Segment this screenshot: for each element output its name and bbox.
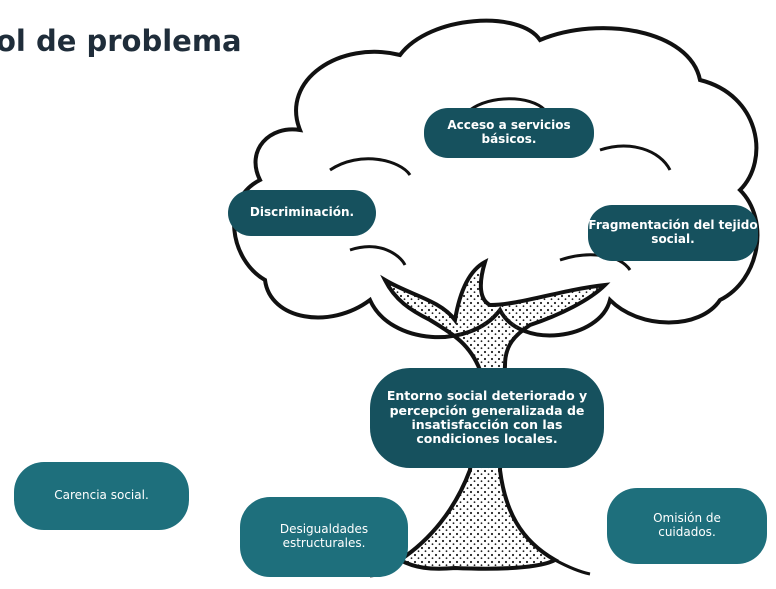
cause-desigualdades-label: Desigualdades estructurales. — [279, 522, 369, 550]
effect-discriminacion: Discriminación. — [228, 190, 376, 236]
tree-canopy — [232, 18, 760, 340]
cause-carencia: Carencia social. — [14, 462, 189, 530]
cause-desigualdades: Desigualdades estructurales. — [240, 497, 408, 577]
cause-omision-label: Omisión de cuidados. — [653, 511, 721, 539]
effect-fragmentacion-label: Fragmentación del tejido social. — [588, 218, 758, 246]
canopy-inner-lines — [329, 97, 672, 271]
central-problem: Entorno social deteriorado y percepción … — [370, 368, 604, 468]
effect-fragmentacion: Fragmentación del tejido social. — [588, 205, 758, 261]
diagram-title: ol de problema — [0, 24, 242, 58]
central-problem-label: Entorno social deteriorado y percepción … — [386, 388, 588, 447]
effect-acceso-label: Acceso a servicios básicos. — [447, 118, 571, 146]
effect-acceso: Acceso a servicios básicos. — [424, 108, 594, 158]
cause-carencia-label: Carencia social. — [54, 488, 149, 503]
tree-root-right — [554, 558, 591, 576]
effect-discriminacion-label: Discriminación. — [249, 205, 355, 220]
cause-omision: Omisión de cuidados. — [607, 488, 767, 564]
